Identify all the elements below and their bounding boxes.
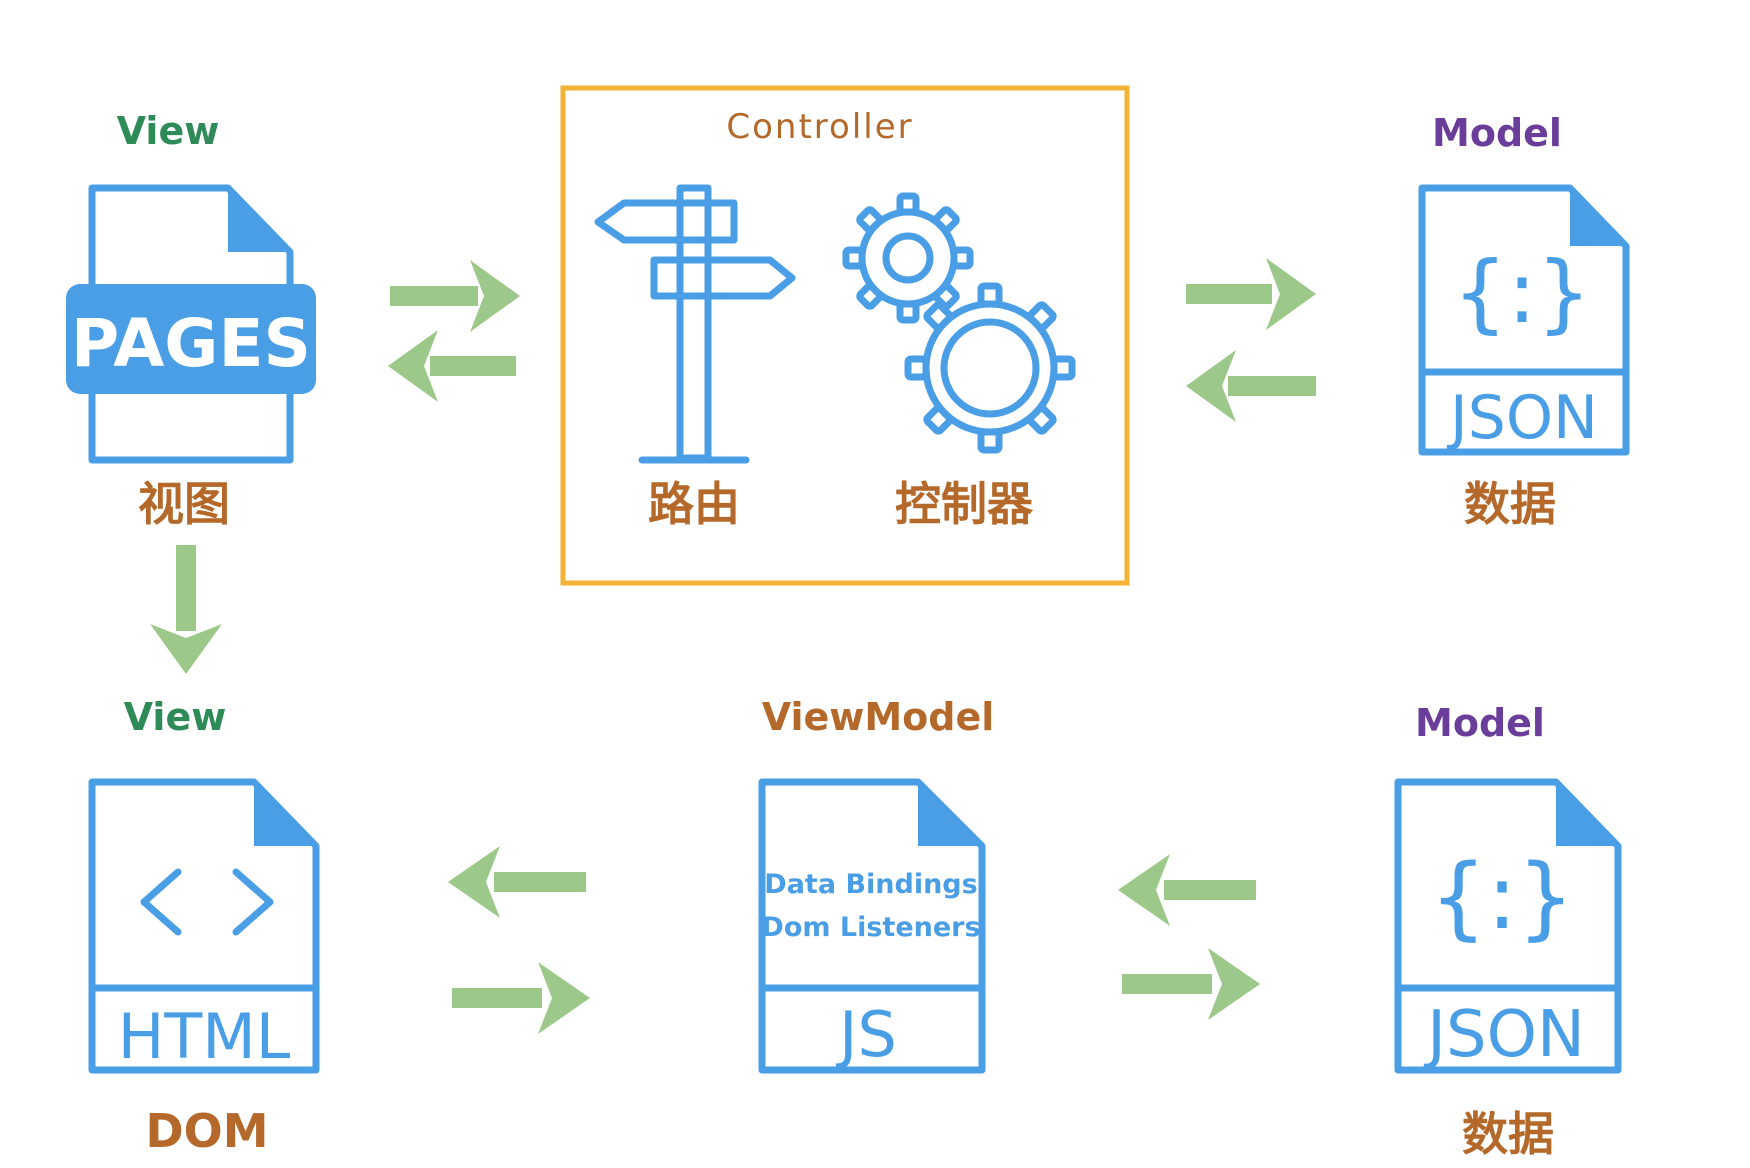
pages-file-icon: PAGES xyxy=(66,184,316,464)
js-file-icon: Data Bindings Dom Listeners JS xyxy=(758,778,986,1074)
viewmodel-label: ViewModel xyxy=(762,695,995,739)
arrow-left xyxy=(448,846,586,918)
viewmodel-line1: Data Bindings xyxy=(764,869,977,900)
arrow-left xyxy=(388,330,516,402)
mvc-view-label: View xyxy=(117,109,220,153)
json-icon-text-2: JSON xyxy=(1423,998,1585,1072)
mvc-view-caption: 视图 xyxy=(138,477,230,531)
arrow-left xyxy=(1186,350,1316,422)
arrow-right xyxy=(452,962,590,1034)
controller-caption: 控制器 xyxy=(895,477,1034,531)
viewmodel-line2: Dom Listeners xyxy=(761,912,980,943)
mvvm-view-label: View xyxy=(124,695,227,739)
json-file-icon-2: {:} JSON xyxy=(1394,778,1622,1074)
arrow-right xyxy=(1122,948,1260,1020)
json-braces: {:} xyxy=(1453,243,1591,343)
view-controller-arrows xyxy=(388,260,520,402)
pages-icon-text: PAGES xyxy=(71,305,311,382)
controller-model-arrows xyxy=(1186,258,1316,422)
mvvm-view-caption: DOM xyxy=(145,1104,268,1158)
json-icon-text: JSON xyxy=(1446,383,1598,453)
arrow-right xyxy=(390,260,520,332)
controller-box xyxy=(560,85,1130,586)
html-icon-text: HTML xyxy=(118,1000,291,1073)
json-braces-2: {:} xyxy=(1430,845,1575,950)
arrow-left xyxy=(1118,854,1256,926)
gears-icon xyxy=(842,192,1076,454)
viewmodel-model-arrows xyxy=(1118,854,1260,1020)
signpost-icon xyxy=(594,184,796,464)
mvvm-model-caption: 数据 xyxy=(1462,1107,1554,1161)
arrow-right xyxy=(1186,258,1316,330)
mvc-model-label: Model xyxy=(1432,111,1562,155)
js-icon-text: JS xyxy=(835,998,897,1071)
mvc-model-caption: 数据 xyxy=(1464,477,1556,531)
controller-label: Controller xyxy=(726,107,913,147)
json-file-icon: {:} JSON xyxy=(1418,184,1630,456)
view-viewmodel-arrows xyxy=(448,846,590,1034)
mvvm-model-label: Model xyxy=(1415,701,1545,745)
router-caption: 路由 xyxy=(648,477,740,531)
html-file-icon: HTML xyxy=(88,778,320,1074)
arrow-down xyxy=(150,545,222,674)
